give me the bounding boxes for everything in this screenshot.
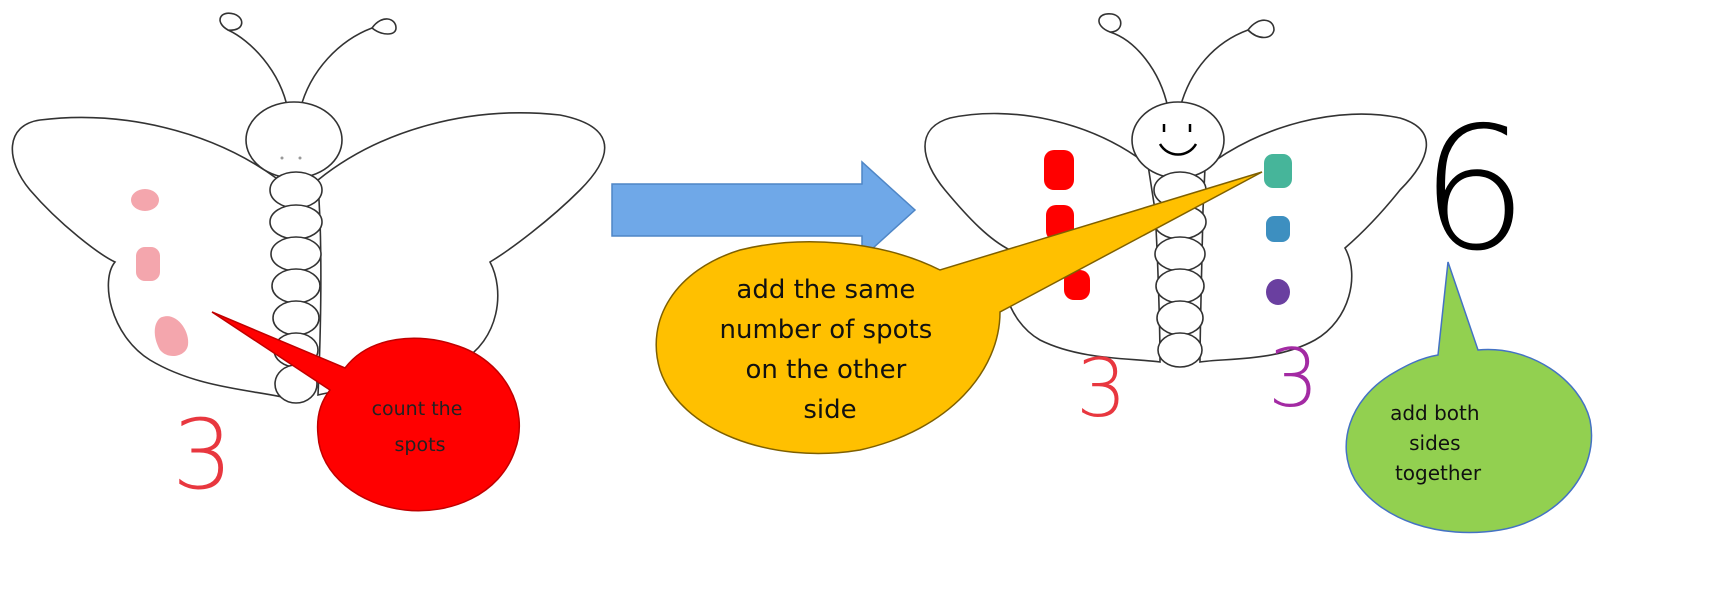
left-upper-wing-right [317, 112, 606, 397]
count-callout-line: count the [372, 398, 463, 420]
svg-text:count the spots: count the spots [372, 398, 469, 456]
transition-arrow [611, 160, 917, 260]
right-antenna-right [1179, 29, 1249, 109]
right-butterfly-wing-right [1199, 113, 1428, 363]
add-same-callout-line: add the same [736, 275, 915, 305]
left-count-label: 3 [172, 399, 233, 511]
left-butterfly-eye [280, 156, 284, 160]
right-antenna-left [1109, 31, 1169, 109]
purple-glitter-spot [1266, 279, 1290, 305]
left-butterfly-head [245, 101, 343, 179]
add-same-callout: add the same number of spots on the othe… [655, 171, 1263, 455]
right-left-count-label: 3 [1076, 342, 1127, 435]
right-butterfly-right-spots [1264, 154, 1292, 305]
smiley-face [1158, 124, 1198, 156]
right-butterfly-head [1131, 101, 1225, 179]
count-callout-bubble [211, 311, 520, 512]
svg-text:add both sides tog: add both sides together [1390, 401, 1486, 485]
left-spot [131, 189, 159, 211]
add-same-callout-line: on the other [745, 355, 906, 385]
left-butterfly [11, 12, 606, 404]
svg-text:add the same number of s: add the same number of spots on the othe… [719, 275, 940, 425]
count-callout-line: spots [395, 434, 446, 456]
add-both-callout-bubble [1345, 261, 1593, 534]
add-both-callout-line: sides [1409, 431, 1460, 455]
add-both-callout-line: together [1395, 461, 1482, 485]
left-antenna-left [227, 29, 289, 111]
add-both-callout-line: add both [1390, 401, 1479, 425]
right-right-count-label: 3 [1268, 332, 1319, 425]
left-antenna-right [299, 27, 373, 111]
blue-glitter-spot [1266, 216, 1290, 242]
add-same-callout-bubble [655, 171, 1263, 455]
left-butterfly-eye [298, 156, 302, 160]
left-spot [136, 247, 160, 281]
left-butterfly-spots [131, 189, 189, 357]
red-spot [1064, 270, 1090, 300]
count-callout: count the spots [211, 311, 520, 512]
add-same-callout-line: side [803, 395, 856, 425]
add-both-callout: add both sides together [1345, 261, 1593, 534]
add-same-callout-line: number of spots [719, 315, 932, 345]
teal-glitter-spot [1264, 154, 1292, 188]
total-label: 6 [1420, 91, 1528, 289]
left-spot [154, 316, 189, 357]
red-spot [1044, 150, 1074, 190]
